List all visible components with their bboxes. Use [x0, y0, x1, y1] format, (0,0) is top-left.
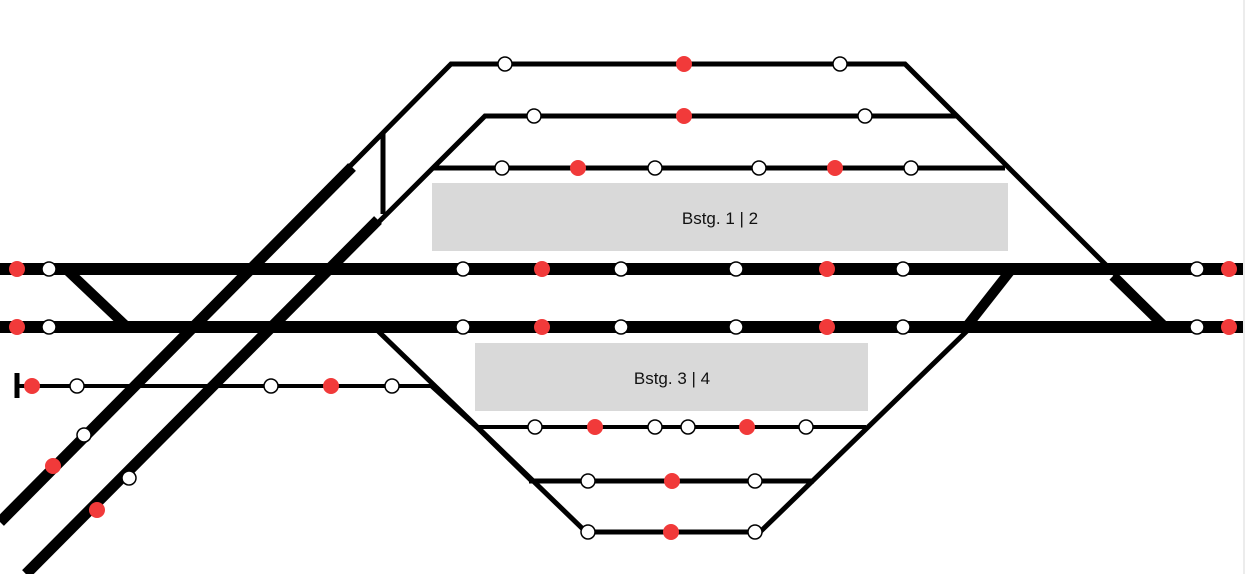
track-crossover-far-right	[1109, 272, 1168, 330]
white-signal-37	[384, 378, 400, 394]
white-signal-12	[903, 160, 919, 176]
red-signal-32	[1221, 319, 1237, 335]
red-signal-39	[45, 458, 61, 474]
track-lower-join	[474, 425, 533, 483]
red-signal-13	[9, 261, 25, 277]
red-signal-46	[739, 419, 755, 435]
white-signal-35	[263, 378, 279, 394]
red-signal-33	[24, 378, 40, 394]
page-edge	[1243, 0, 1245, 574]
white-signal-21	[1189, 261, 1205, 277]
white-signal-51	[580, 524, 596, 540]
white-signal-14	[41, 261, 57, 277]
white-signal-7	[494, 160, 510, 176]
white-signal-53	[747, 524, 763, 540]
white-signal-10	[751, 160, 767, 176]
white-signal-48	[580, 473, 596, 489]
red-signal-8	[570, 160, 586, 176]
white-signal-50	[747, 473, 763, 489]
white-signal-47	[798, 419, 814, 435]
white-signal-38	[76, 427, 92, 443]
white-signal-20	[895, 261, 911, 277]
red-signal-43	[587, 419, 603, 435]
red-signal-19	[819, 261, 835, 277]
platforms: Bstg. 1 | 2 Bstg. 3 | 4	[432, 183, 1008, 411]
red-signal-5	[676, 108, 692, 124]
platform-3-4	[475, 343, 868, 411]
platform-3-4-label: Bstg. 3 | 4	[634, 369, 710, 388]
white-signal-42	[527, 419, 543, 435]
white-signal-9	[647, 160, 663, 176]
white-signal-6	[857, 108, 873, 124]
white-signal-30	[895, 319, 911, 335]
platform-1-2	[432, 183, 1008, 251]
white-signal-4	[526, 108, 542, 124]
red-signal-2	[676, 56, 692, 72]
red-signal-26	[534, 319, 550, 335]
platform-1-2-label: Bstg. 1 | 2	[682, 209, 758, 228]
white-signal-1	[497, 56, 513, 72]
red-signal-23	[9, 319, 25, 335]
white-signal-34	[69, 378, 85, 394]
white-signal-31	[1189, 319, 1205, 335]
white-signal-28	[728, 319, 744, 335]
track-crossover-left	[64, 267, 130, 330]
red-signal-41	[89, 502, 105, 518]
red-signal-29	[819, 319, 835, 335]
white-signal-40	[121, 470, 137, 486]
red-signal-16	[534, 261, 550, 277]
white-signal-45	[680, 419, 696, 435]
white-signal-24	[41, 319, 57, 335]
tracks	[0, 61, 1245, 574]
track-crossover-right	[963, 266, 1015, 330]
signals	[9, 56, 1237, 540]
white-signal-15	[455, 261, 471, 277]
red-signal-52	[663, 524, 679, 540]
white-signal-3	[832, 56, 848, 72]
white-signal-25	[455, 319, 471, 335]
track-diagonal-left-2	[22, 216, 382, 574]
white-signal-18	[728, 261, 744, 277]
red-signal-22	[1221, 261, 1237, 277]
white-signal-27	[613, 319, 629, 335]
red-signal-49	[664, 473, 680, 489]
red-signal-11	[827, 160, 843, 176]
white-signal-44	[647, 419, 663, 435]
red-signal-36	[323, 378, 339, 394]
white-signal-17	[613, 261, 629, 277]
